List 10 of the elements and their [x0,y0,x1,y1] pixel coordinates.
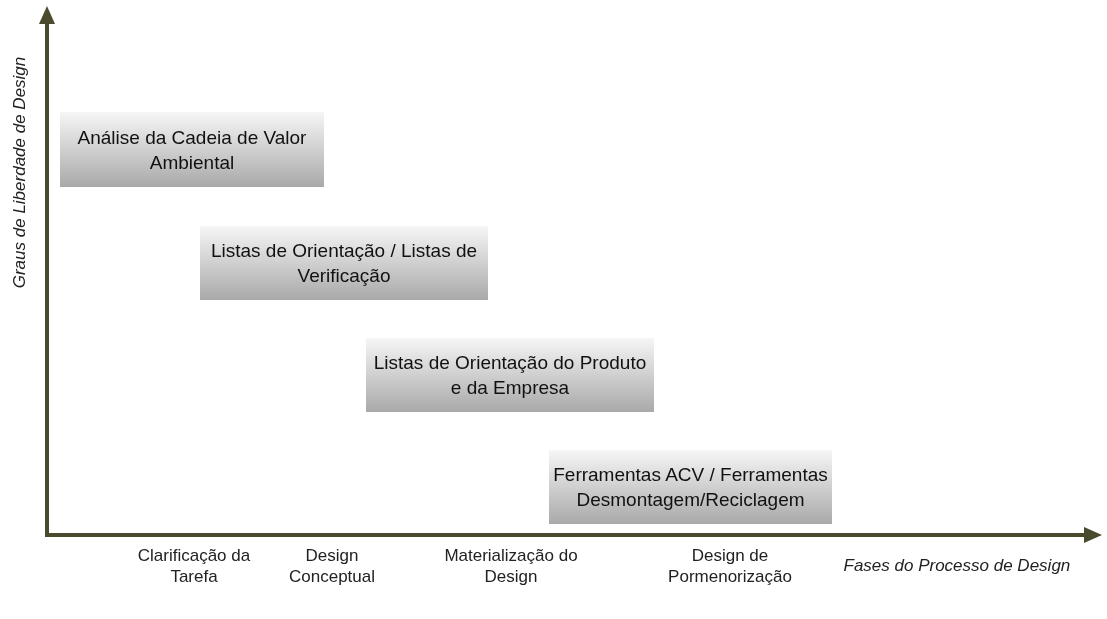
tool-box: Análise da Cadeia de Valor Ambiental [60,112,324,187]
axis-title: Fases do Processo de Design [843,554,1071,576]
phase-label: Design de Pormenorização [667,545,793,587]
tool-box: Listas de Orientação / Listas de Verificação [200,226,488,300]
phase-label: Clarificação da Tarefa [136,545,252,587]
phase-label: Design Conceptual [288,545,376,587]
tool-box: Listas de Orientação do Produto e da Empresa [366,338,654,412]
phase-label: Materialização do Design [443,545,579,587]
axis-title: Graus de Liberdade de Design [9,56,31,288]
tool-box: Ferramentas ACV / Ferramentas Desmontagem/Reciclagem [549,450,832,524]
